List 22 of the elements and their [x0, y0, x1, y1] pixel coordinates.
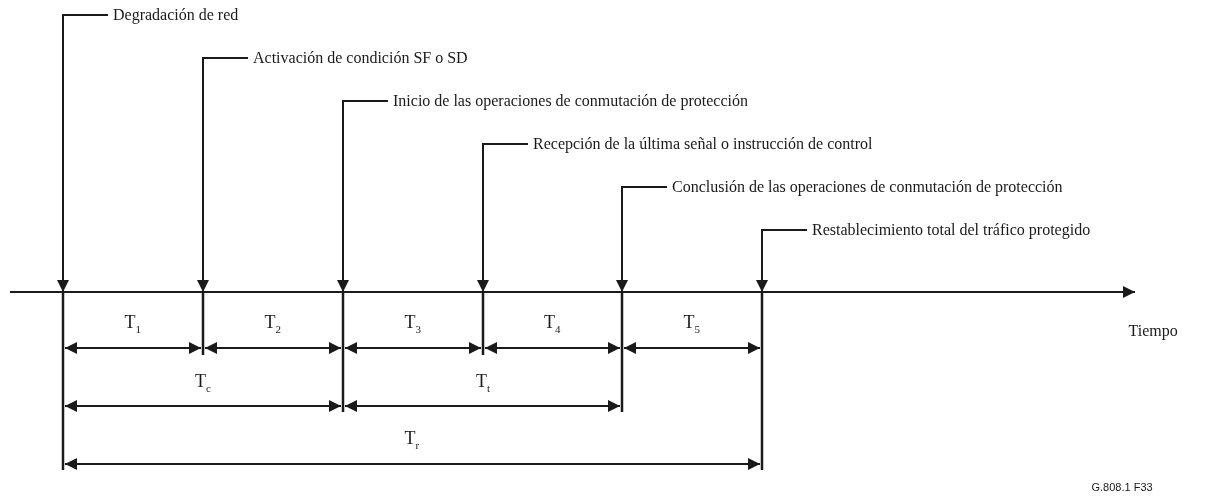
event-label: Degradación de red: [113, 5, 239, 25]
figure-number: G.808.1 F33: [1091, 481, 1153, 493]
event-label: Restablecimiento total del tráfico protegido: [812, 220, 1091, 240]
interval-label: T$_{1}$: [124, 310, 141, 337]
event-arrow: [337, 100, 389, 293]
event-arrow: [616, 186, 668, 293]
axis-label: Tiempo: [1128, 321, 1178, 342]
interval-label: T$_{3}$: [404, 310, 421, 337]
interval-label: T$_{5}$: [683, 310, 700, 337]
interval-label: T$_{c}$: [195, 369, 211, 396]
event-label: Recepción de la última señal o instrucción de control: [533, 134, 873, 154]
interval-label: T$_{r}$: [404, 426, 420, 453]
event-arrow: [57, 14, 109, 293]
event-label: Conclusión de las operaciones de conmutación de protección: [672, 177, 1063, 197]
interval-label: T$_{t}$: [476, 369, 491, 396]
event-label: Activación de condición SF o SD: [253, 48, 468, 68]
interval-label: T$_{2}$: [264, 310, 281, 337]
event-arrow: [756, 229, 808, 293]
event-arrow: [477, 143, 529, 293]
event-arrow: [197, 57, 249, 293]
event-label: Inicio de las operaciones de conmutación de protección: [393, 91, 748, 111]
interval-label: T$_{4}$: [544, 310, 561, 337]
